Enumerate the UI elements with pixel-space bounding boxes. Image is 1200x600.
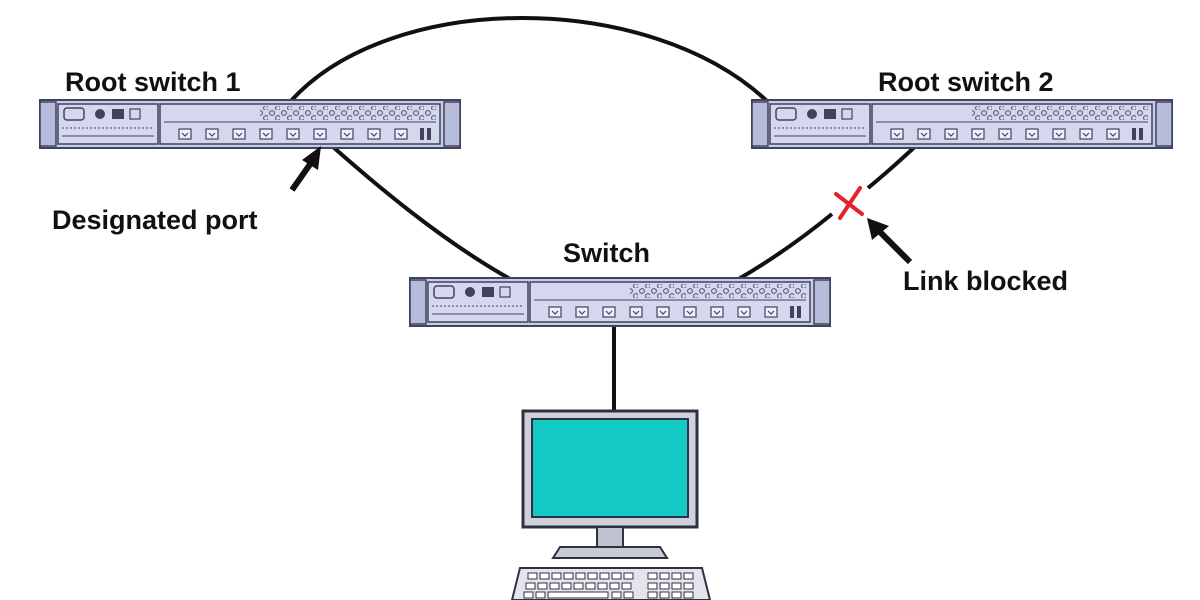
keyboard-icon bbox=[510, 567, 712, 600]
switch-label: Switch bbox=[563, 238, 651, 268]
blocked-x-icon bbox=[834, 186, 864, 220]
link-blocked-label: Link blocked bbox=[903, 266, 1069, 296]
cable-switch-root2-lower bbox=[735, 212, 834, 282]
computer-icon bbox=[521, 409, 699, 559]
root-switch-1-icon bbox=[40, 100, 460, 148]
switch-icon bbox=[410, 278, 830, 326]
link-blocked-arrow-icon bbox=[867, 218, 913, 265]
root-switch-2-icon bbox=[752, 100, 1172, 148]
designated-port-label: Designated port bbox=[52, 205, 258, 235]
cable-root1-switch bbox=[321, 136, 513, 282]
cable-root1-root2 bbox=[288, 16, 770, 104]
root-switch-2-label: Root switch 2 bbox=[878, 67, 1054, 97]
root-switch-1-label: Root switch 1 bbox=[65, 67, 241, 97]
designated-port-arrow-icon bbox=[289, 146, 321, 192]
